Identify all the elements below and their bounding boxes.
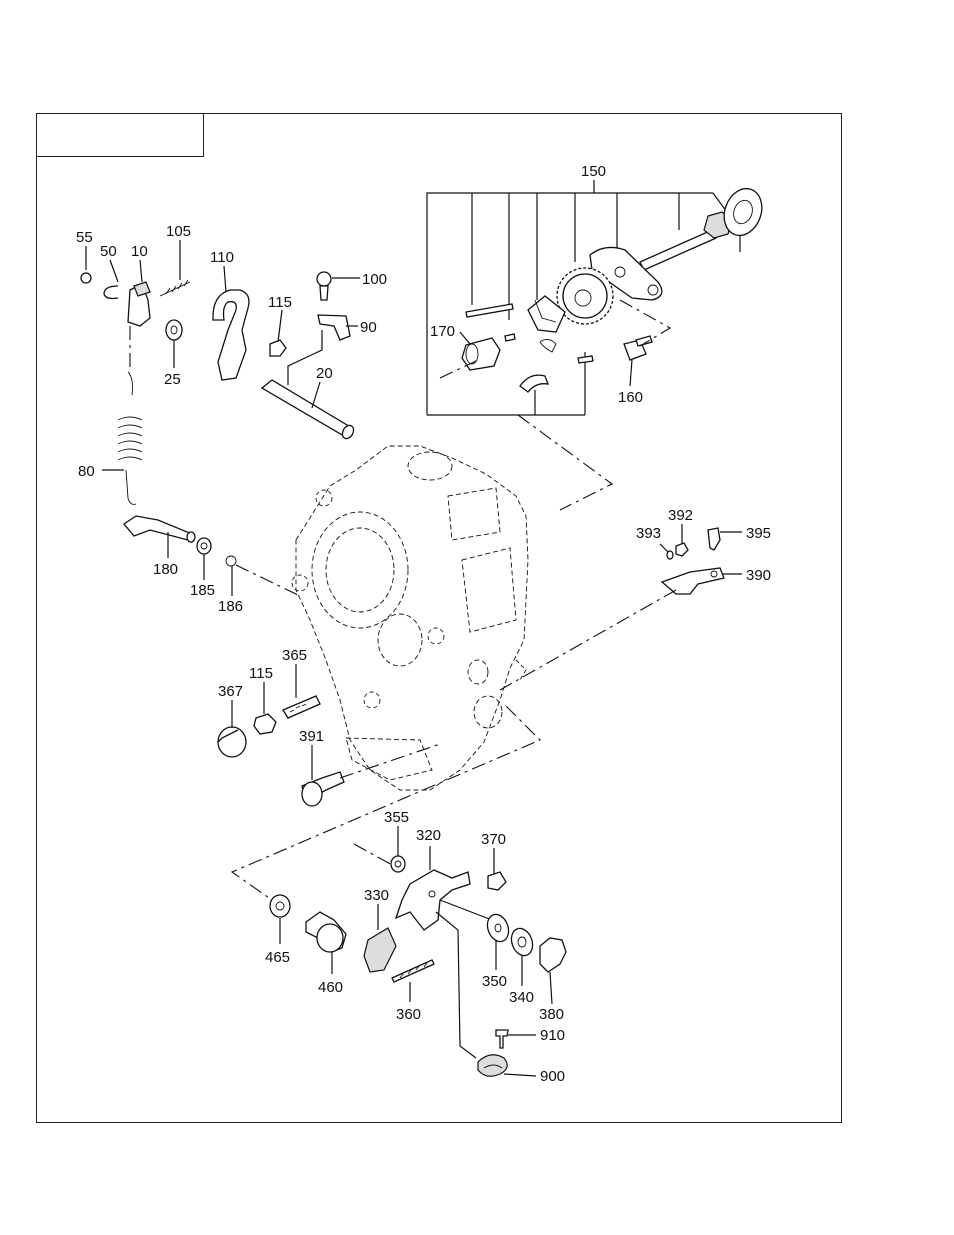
part-80-spring (118, 372, 142, 504)
governor-small-pin (505, 334, 593, 363)
part-395-nipple (708, 528, 720, 550)
part-360-screw (392, 960, 434, 982)
label-170: 170 (430, 323, 455, 340)
governor-shaft (640, 230, 716, 270)
part-186-ring (226, 556, 236, 566)
part-180-lever-shaft (124, 516, 195, 542)
part-115-nut-lower (254, 714, 276, 734)
label-360: 360 (396, 1006, 421, 1023)
part-105-spring (160, 280, 190, 296)
label-20: 20 (316, 365, 333, 382)
leader-lines (86, 180, 742, 1076)
label-110: 110 (210, 249, 234, 266)
governor-pin (466, 304, 513, 317)
part-370-nut (488, 872, 506, 890)
part-330-knob (364, 928, 396, 972)
label-460: 460 (318, 979, 343, 996)
label-350: 350 (482, 973, 507, 990)
label-100: 100 (362, 271, 387, 288)
part-160-bolt (624, 336, 652, 360)
label-115-lower: 115 (249, 665, 273, 682)
part-365-stud (283, 696, 320, 718)
label-115-upper: 115 (268, 294, 292, 311)
part-185-washer (197, 538, 211, 554)
part-391-bolt (302, 772, 344, 806)
part-100-ball-joint (317, 272, 331, 300)
part-340-washer (508, 925, 536, 958)
part-90-bracket (318, 315, 350, 340)
label-380: 380 (539, 1006, 564, 1023)
label-355: 355 (384, 809, 409, 826)
label-10: 10 (131, 243, 148, 260)
label-330: 330 (364, 887, 389, 904)
label-80: 80 (78, 463, 95, 480)
governor-lever (520, 375, 548, 392)
part-460-plug (306, 912, 346, 952)
label-320: 320 (416, 827, 441, 844)
label-55: 55 (76, 229, 93, 246)
label-105: 105 (166, 223, 191, 240)
part-367-cap (218, 727, 246, 757)
governor-gear (557, 268, 613, 324)
label-910: 910 (540, 1027, 565, 1044)
label-392: 392 (668, 507, 693, 524)
part-380-wing-nut (540, 938, 566, 972)
part-110-governor-lever (213, 290, 249, 380)
label-90: 90 (360, 319, 377, 336)
label-367: 367 (218, 683, 243, 700)
part-355-washer (391, 856, 405, 872)
label-395: 395 (746, 525, 771, 542)
part-55-ball (81, 273, 91, 283)
label-25: 25 (164, 371, 181, 388)
part-10-lever (128, 282, 150, 326)
part-20-shaft (262, 380, 356, 441)
label-391: 391 (299, 728, 324, 745)
part-350-washer (484, 911, 512, 944)
label-393: 393 (636, 525, 661, 542)
governor-clip (540, 339, 556, 352)
label-370: 370 (481, 831, 506, 848)
part-50-clip (104, 286, 118, 299)
part-393-washer (667, 551, 673, 559)
label-465: 465 (265, 949, 290, 966)
label-160: 160 (618, 389, 643, 406)
label-180: 180 (153, 561, 178, 578)
label-365: 365 (282, 647, 307, 664)
label-50: 50 (100, 243, 117, 260)
label-186: 186 (218, 598, 243, 615)
label-150: 150 (581, 163, 606, 180)
label-900: 900 (540, 1068, 565, 1085)
label-185: 185 (190, 582, 215, 599)
part-25-washer (166, 320, 182, 340)
part-465-washer (270, 895, 290, 917)
part-392-nut (676, 543, 688, 556)
part-390-plate (662, 568, 724, 594)
part-115-nut-upper (270, 340, 286, 356)
label-340: 340 (509, 989, 534, 1006)
part-320-lever (396, 870, 470, 930)
part-900-clip (478, 1055, 507, 1076)
part-910-pin (496, 1030, 508, 1048)
label-390: 390 (746, 567, 771, 584)
engine-housing (292, 446, 528, 790)
